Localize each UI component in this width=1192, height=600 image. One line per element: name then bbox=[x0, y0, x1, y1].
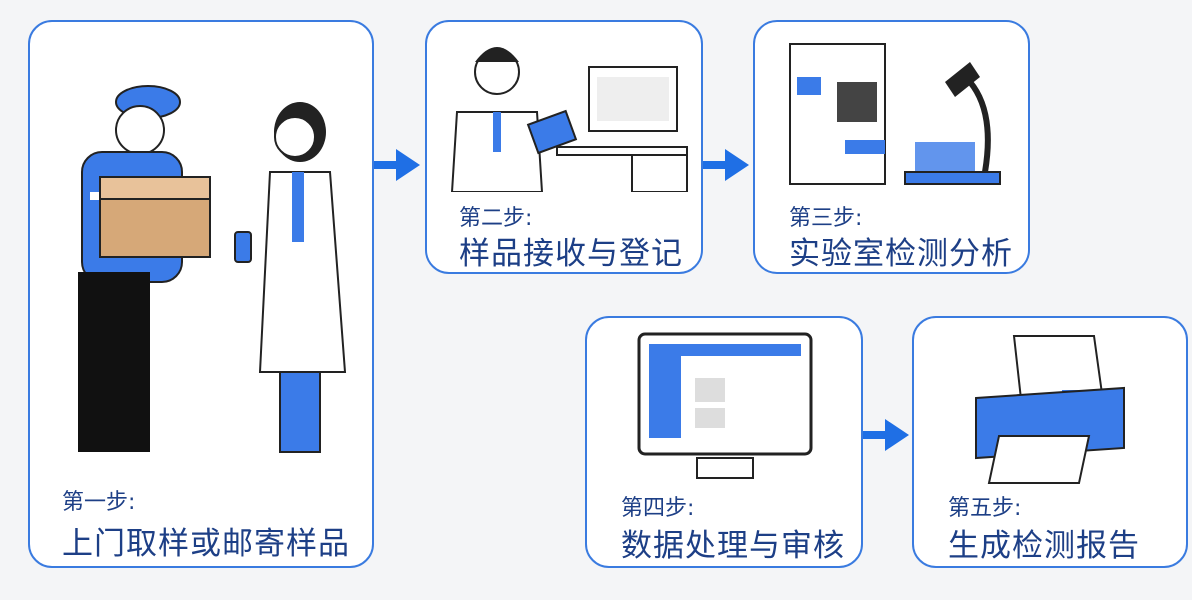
printer-illustration bbox=[975, 335, 1125, 484]
arrow-right-icon bbox=[703, 149, 749, 181]
step-title: 上门取样或邮寄样品 bbox=[62, 526, 350, 562]
step-3-card: 第三步: 实验室检测分析 bbox=[753, 20, 1030, 274]
step-label: 第一步: bbox=[62, 490, 136, 515]
step-label: 第二步: bbox=[459, 206, 533, 231]
computer-monitor-illustration bbox=[637, 332, 813, 479]
step-label: 第四步: bbox=[621, 496, 695, 521]
step-4-card: 第四步: 数据处理与审核 bbox=[585, 316, 863, 568]
arrow-right-icon bbox=[374, 149, 420, 181]
step-title: 样品接收与登记 bbox=[459, 236, 683, 272]
step-label: 第五步: bbox=[948, 496, 1022, 521]
lab-equipment-illustration bbox=[789, 43, 1001, 185]
step-1-card: 第一步: 上门取样或邮寄样品 bbox=[28, 20, 374, 568]
arrow-right-icon bbox=[863, 419, 909, 451]
step-5-card: 第五步: 生成检测报告 bbox=[912, 316, 1188, 568]
step-title: 数据处理与审核 bbox=[621, 528, 845, 564]
step-title: 生成检测报告 bbox=[948, 528, 1140, 564]
step-2-card: 第二步: 样品接收与登记 bbox=[425, 20, 703, 274]
step-title: 实验室检测分析 bbox=[789, 236, 1013, 272]
courier-and-technician-illustration bbox=[78, 85, 347, 453]
registration-illustration bbox=[450, 47, 688, 192]
step-label: 第三步: bbox=[789, 206, 863, 231]
